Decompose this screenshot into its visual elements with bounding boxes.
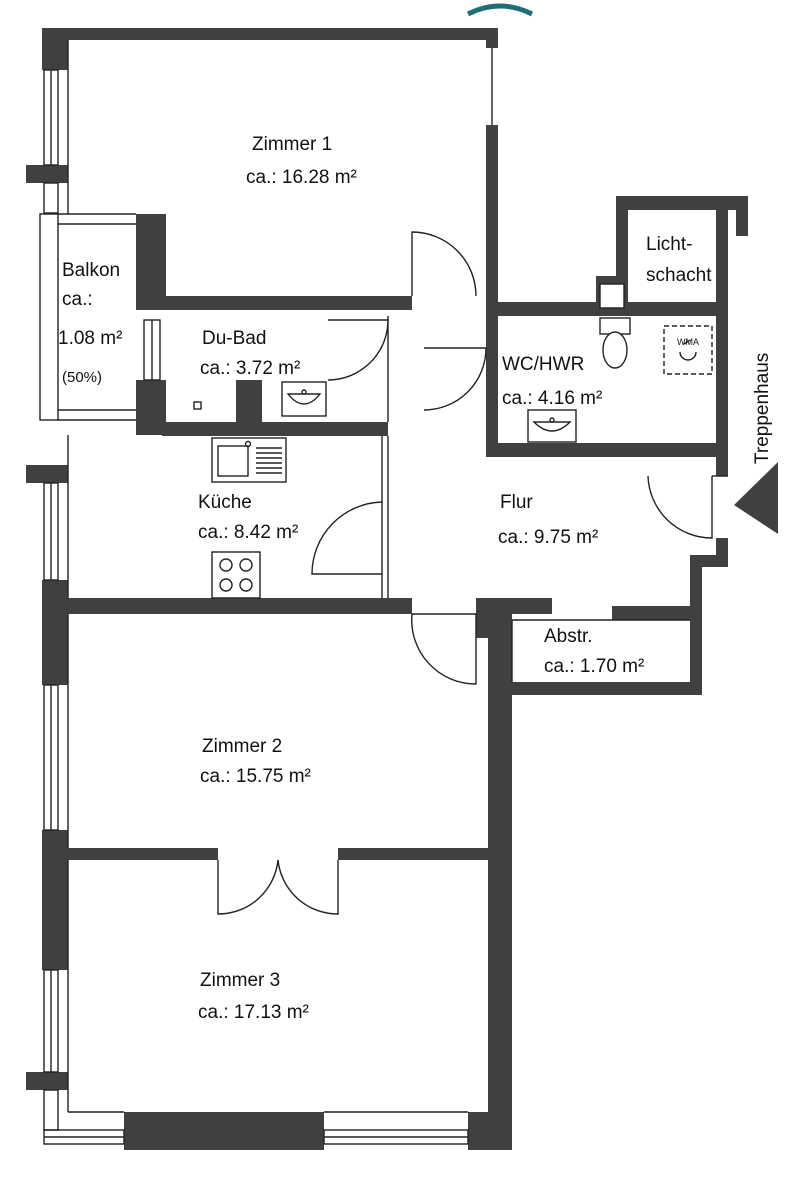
lichtschacht-line2: schacht bbox=[646, 265, 712, 286]
shower-drain-icon bbox=[193, 401, 202, 410]
abstr-name: Abstr. bbox=[544, 626, 593, 647]
toilet-icon bbox=[599, 317, 631, 369]
balkon-area: 1.08 m² bbox=[58, 328, 122, 349]
zimmer2-name: Zimmer 2 bbox=[202, 736, 282, 757]
kitchen-sink-icon bbox=[211, 437, 287, 483]
stair-arrow-icon bbox=[734, 462, 778, 534]
shaft-box bbox=[599, 283, 625, 309]
fixtures: WMA bbox=[193, 283, 778, 599]
zimmer2-area: ca.: 15.75 m² bbox=[200, 766, 311, 787]
flur-area: ca.: 9.75 m² bbox=[498, 527, 598, 548]
zimmer1-name: Zimmer 1 bbox=[252, 134, 332, 155]
flur-name: Flur bbox=[500, 492, 533, 513]
dubad-name: Du-Bad bbox=[202, 328, 266, 349]
balkon-name: Balkon bbox=[62, 260, 120, 281]
kueche-name: Küche bbox=[198, 492, 252, 513]
balkon-area-prefix: ca.: bbox=[62, 289, 93, 310]
zimmer3-area: ca.: 17.13 m² bbox=[198, 1002, 309, 1023]
zimmer3-name: Zimmer 3 bbox=[200, 970, 280, 991]
lichtschacht-line1: Licht- bbox=[646, 234, 692, 255]
treppenhaus-label: Treppenhaus bbox=[752, 353, 773, 464]
room-labels: Zimmer 1 ca.: 16.28 m² Balkon ca.: 1.08 … bbox=[58, 134, 773, 1023]
wchwr-area: ca.: 4.16 m² bbox=[502, 388, 602, 409]
wma-label: WMA bbox=[677, 337, 699, 347]
logo-fragment bbox=[466, 3, 534, 17]
windows bbox=[39, 40, 690, 1145]
washing-machine-icon: WMA bbox=[663, 325, 713, 375]
doors bbox=[217, 231, 728, 915]
wc-sink-icon bbox=[527, 409, 577, 443]
walls bbox=[26, 28, 748, 1150]
dubad-area: ca.: 3.72 m² bbox=[200, 358, 300, 379]
bath-sink-icon bbox=[281, 381, 327, 417]
kueche-area: ca.: 8.42 m² bbox=[198, 522, 298, 543]
wchwr-name: WC/HWR bbox=[502, 354, 584, 375]
stove-icon bbox=[211, 551, 261, 599]
abstr-area: ca.: 1.70 m² bbox=[544, 656, 644, 677]
balkon-note: (50%) bbox=[62, 369, 102, 386]
zimmer1-area: ca.: 16.28 m² bbox=[246, 167, 357, 188]
